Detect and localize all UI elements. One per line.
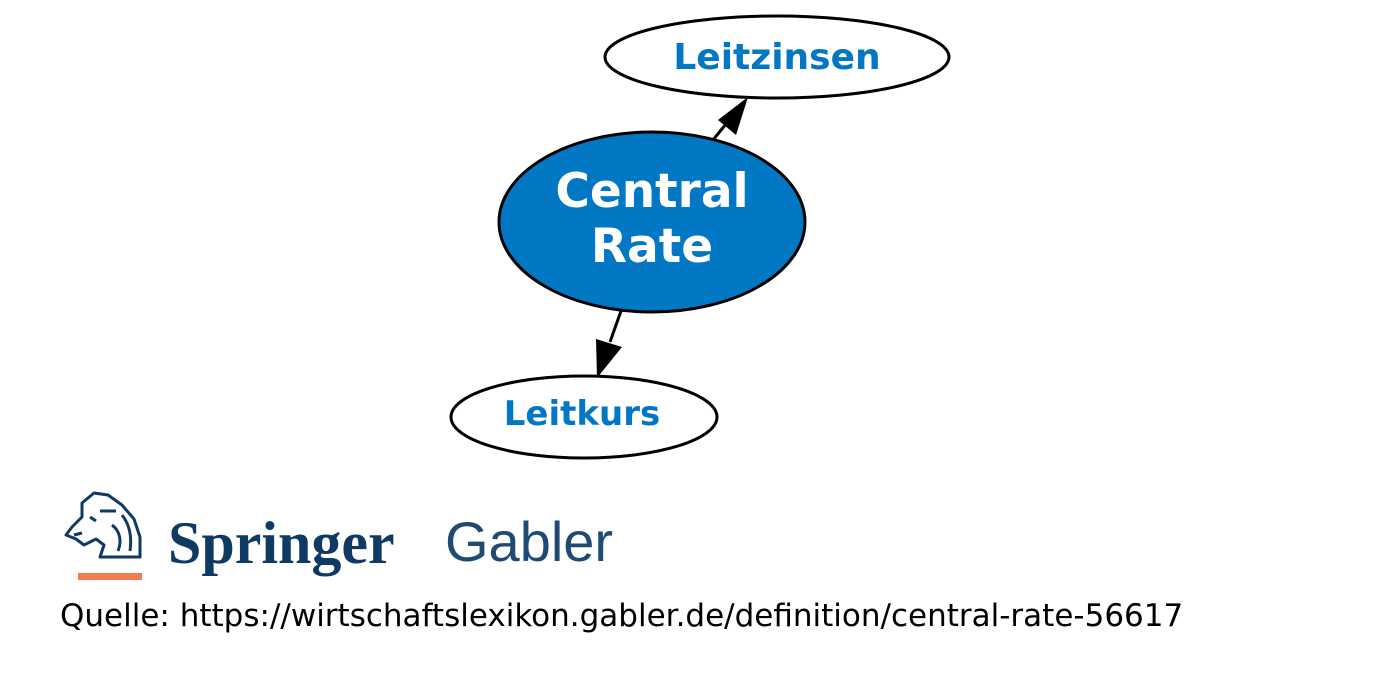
- node-leitzinsen[interactable]: Leitzinsen: [603, 14, 951, 100]
- springer-gabler-logo: Springer Gabler: [64, 491, 613, 580]
- node-leitkurs-label: Leitkurs: [504, 394, 660, 434]
- logo-accent-bar: [78, 573, 142, 580]
- source-citation: Quelle: https://wirtschaftslexikon.gable…: [60, 598, 1184, 634]
- logo-gabler-text: Gabler: [445, 510, 613, 573]
- logo-springer-text: Springer: [168, 510, 395, 576]
- node-central-rate-label-line2: Rate: [591, 219, 713, 274]
- edge-central-to-leitkurs: [596, 310, 623, 378]
- node-leitkurs[interactable]: Leitkurs: [449, 374, 719, 460]
- node-central-rate-label-line1: Central: [555, 164, 748, 219]
- knight-horse-icon: [64, 491, 142, 559]
- concept-diagram: Central Rate Leitzinsen Leitkurs: [449, 14, 951, 460]
- edge-central-to-leitzinsen: [711, 97, 748, 141]
- node-central-rate[interactable]: Central Rate: [497, 130, 807, 314]
- node-leitzinsen-label: Leitzinsen: [673, 37, 880, 78]
